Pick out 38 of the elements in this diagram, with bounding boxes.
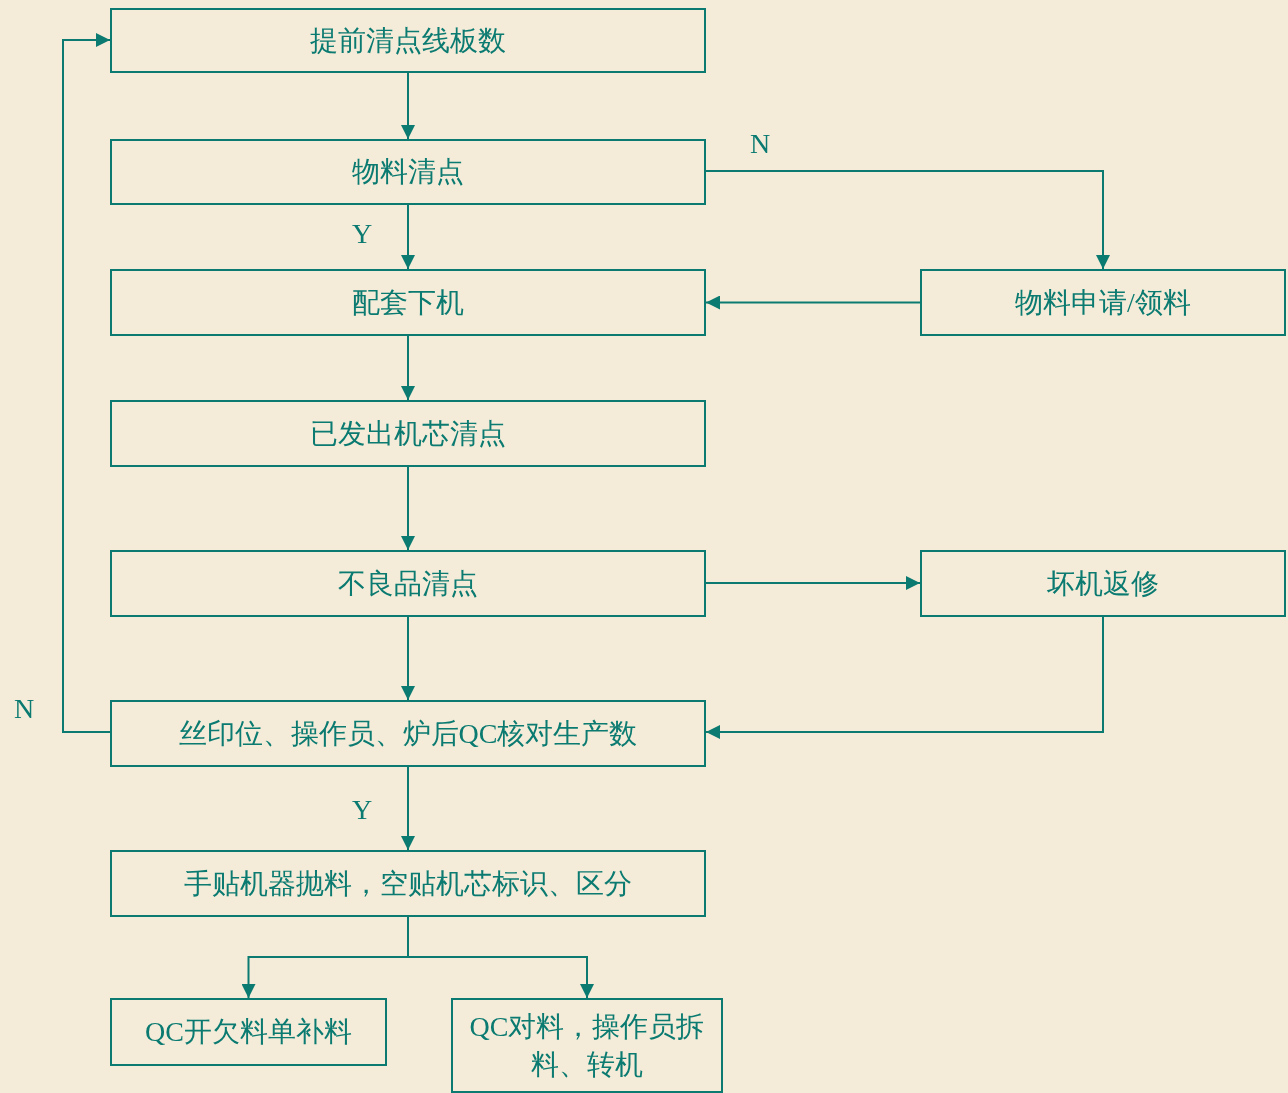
arrow (705, 576, 921, 590)
box-label: 物料申请/领料 (1015, 285, 1191, 320)
box-label: 物料清点 (352, 155, 464, 190)
arrow (401, 204, 415, 270)
process-box (920, 550, 1286, 617)
box-label: 已发出机芯清点 (310, 416, 506, 451)
process-box (110, 850, 706, 917)
process-box (920, 269, 1286, 336)
arrow (705, 170, 1110, 270)
process-box (110, 8, 706, 73)
process-box (110, 139, 706, 205)
process-box (110, 400, 706, 467)
box-label: 提前清点线板数 (310, 23, 506, 58)
process-box (110, 998, 387, 1066)
arrow (62, 33, 111, 733)
arrow (401, 766, 415, 851)
edge-label: N (14, 695, 35, 723)
box-label: QC开欠料单补料 (145, 1015, 352, 1050)
process-box (110, 269, 706, 336)
edge-label: N (750, 130, 771, 158)
arrow (401, 616, 415, 701)
box-label: QC对料，操作员拆料、转机 (468, 1009, 706, 1082)
arrow (407, 916, 594, 999)
box-label: 坏机返修 (1047, 566, 1159, 601)
box-label: 配套下机 (352, 285, 464, 320)
box-label: 不良品清点 (338, 566, 478, 601)
arrow (401, 72, 415, 140)
arrow (705, 616, 1104, 739)
box-label: 手贴机器抛料，空贴机芯标识、区分 (184, 866, 632, 901)
box-label: 丝印位、操作员、炉后QC核对生产数 (178, 716, 638, 751)
arrow (401, 335, 415, 401)
process-box (110, 700, 706, 767)
edge-label: Y (352, 796, 373, 824)
process-box (110, 550, 706, 617)
process-box (451, 998, 723, 1093)
arrow (705, 295, 921, 310)
edge-label: Y (352, 220, 373, 248)
arrow (401, 466, 415, 551)
